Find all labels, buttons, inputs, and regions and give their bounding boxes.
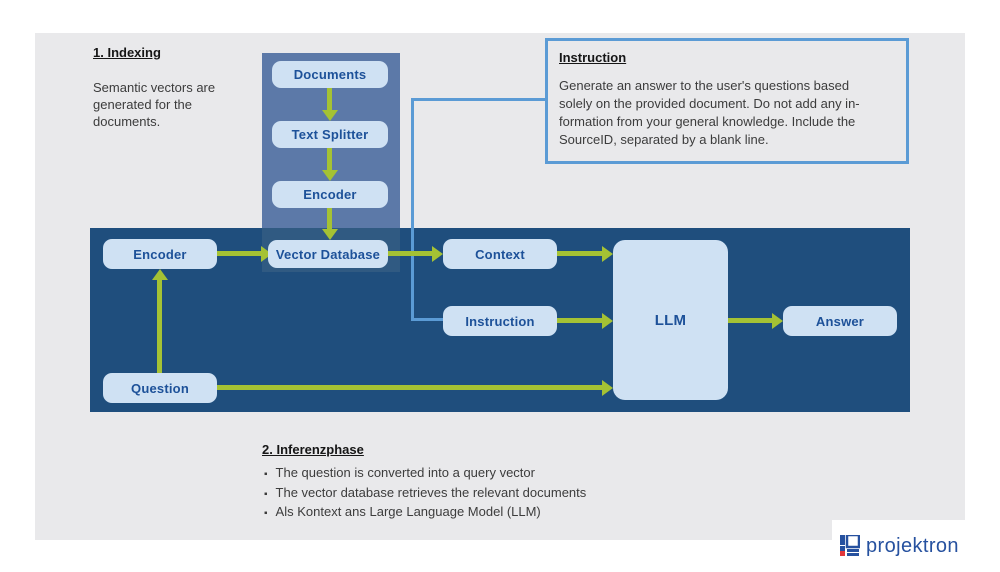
arrowhead-answer xyxy=(772,313,783,329)
arrowhead-encoder-main xyxy=(152,269,168,280)
arrowhead-llm-from-context xyxy=(602,246,613,262)
arrow-encoder-to-vectordb xyxy=(327,208,332,230)
instruction-callout-body: Generate an answer to the user's questio… xyxy=(559,78,860,147)
arrow-question-to-llm xyxy=(217,385,603,390)
arrow-instruction-to-llm xyxy=(557,318,603,323)
arrow-llm-to-answer xyxy=(728,318,773,323)
arrow-question-to-encoder xyxy=(157,280,162,373)
logo-container: projektron xyxy=(832,520,1000,572)
instruction-connector-vertical xyxy=(411,98,414,321)
node-context: Context xyxy=(443,239,557,269)
indexing-description: Semantic vectors are generated for the d… xyxy=(93,80,216,129)
inference-bullet-3: Als Kontext ans Large Language Model (LL… xyxy=(264,503,694,523)
instruction-callout-title: Instruction xyxy=(559,50,627,65)
logo-text: projektron xyxy=(866,534,959,557)
arrowhead-llm-from-instruction xyxy=(602,313,613,329)
arrow-documents-to-textsplitter xyxy=(327,88,332,111)
inference-bullet-1: The question is converted into a query v… xyxy=(264,464,694,484)
arrow-vectordatabase-to-context xyxy=(388,251,433,256)
arrowhead-encoder-indexing xyxy=(322,170,338,181)
node-answer: Answer xyxy=(783,306,897,336)
arrowhead-vectordatabase xyxy=(261,246,272,262)
node-instruction: Instruction xyxy=(443,306,557,336)
indexing-title: 1. Indexing xyxy=(93,45,161,60)
instruction-callout: Instruction Generate an answer to the us… xyxy=(545,38,909,164)
node-documents: Documents xyxy=(272,61,388,88)
arrow-encoder-to-vectordatabase xyxy=(217,251,262,256)
node-encoder-indexing: Encoder xyxy=(272,181,388,208)
inference-bullet-list: The question is converted into a query v… xyxy=(264,464,694,523)
node-encoder: Encoder xyxy=(103,239,217,269)
instruction-connector-top xyxy=(413,98,545,101)
arrow-context-to-llm xyxy=(557,251,603,256)
node-text-splitter: Text Splitter xyxy=(272,121,388,148)
arrowhead-context xyxy=(432,246,443,262)
arrowhead-textsplitter xyxy=(322,110,338,121)
node-llm: LLM xyxy=(613,240,728,400)
inference-bullet-2: The vector database retrieves the releva… xyxy=(264,484,694,504)
node-vector-database: Vector Database xyxy=(268,240,388,268)
node-question: Question xyxy=(103,373,217,403)
inference-title: 2. Inferenzphase xyxy=(262,442,364,457)
arrowhead-llm-from-question xyxy=(602,380,613,396)
arrowhead-vectordb xyxy=(322,229,338,240)
instruction-connector-bottom xyxy=(411,318,443,321)
projektron-blocks-icon xyxy=(840,533,861,557)
arrow-textsplitter-to-encoder xyxy=(327,148,332,171)
